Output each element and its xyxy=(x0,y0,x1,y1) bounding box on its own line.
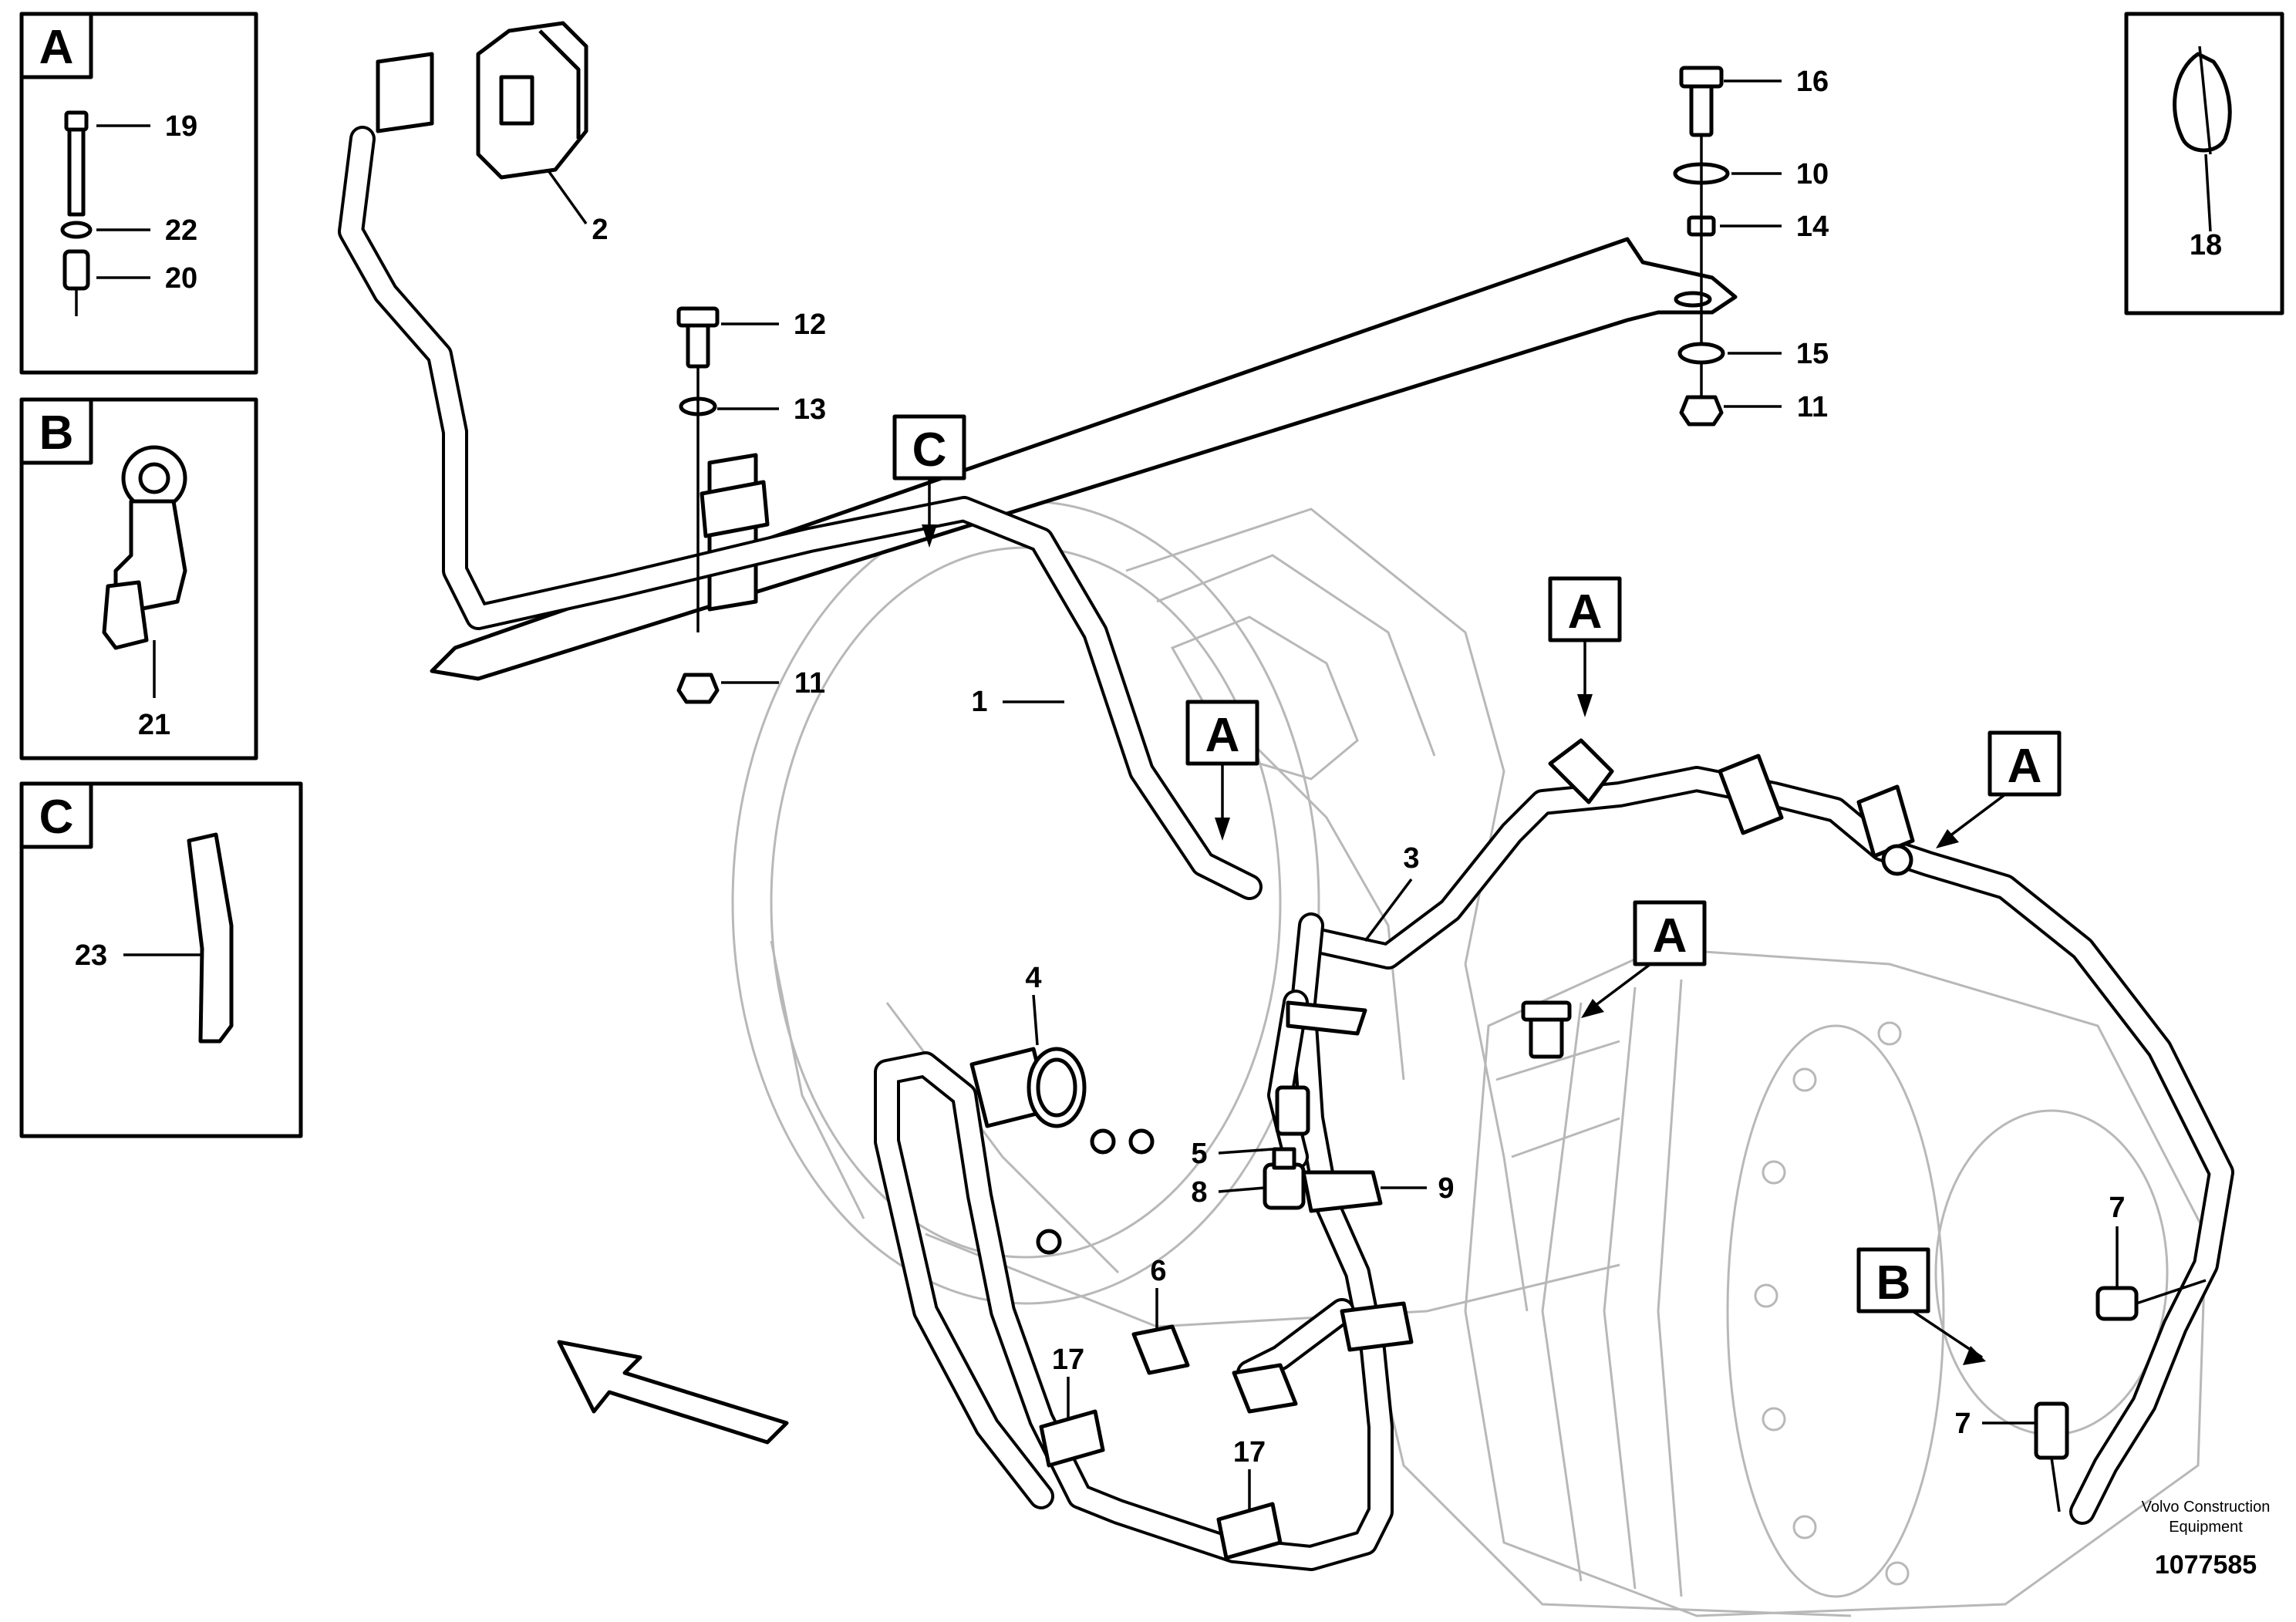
svg-text:A: A xyxy=(1653,909,1687,963)
svg-text:A: A xyxy=(1568,585,1603,639)
harness-3 xyxy=(1306,766,2234,1525)
svg-text:C: C xyxy=(39,791,74,844)
part-label-4: 4 xyxy=(1025,962,1042,1046)
cable-tie-a1 xyxy=(1548,738,1614,804)
svg-text:17: 17 xyxy=(1233,1436,1266,1469)
part-label-17a: 17 xyxy=(1052,1344,1084,1419)
callout-a1: A xyxy=(1185,700,1259,841)
callout-a2: A xyxy=(1548,576,1622,717)
bolt-stack-right xyxy=(1673,66,1730,427)
part-label-7a: 7 xyxy=(2109,1192,2126,1288)
bracket-slot xyxy=(1674,291,1712,308)
svg-text:3: 3 xyxy=(1403,842,1419,875)
svg-text:22: 22 xyxy=(165,214,197,247)
svg-text:19: 19 xyxy=(165,110,197,143)
svg-text:A: A xyxy=(39,21,74,74)
part-label-7b: 7 xyxy=(1954,1408,2036,1440)
part-label-8: 8 xyxy=(1191,1176,1266,1209)
detail-box-b: B 21 xyxy=(19,397,258,760)
svg-text:A: A xyxy=(1205,709,1240,762)
cable-tie-a2 xyxy=(1718,754,1784,835)
svg-text:20: 20 xyxy=(165,262,197,295)
svg-text:11: 11 xyxy=(794,667,825,700)
svg-text:23: 23 xyxy=(75,939,107,972)
svg-text:7: 7 xyxy=(2109,1192,2125,1224)
housing-bolts xyxy=(1036,1128,1155,1255)
bolt-stack-left xyxy=(676,306,720,704)
sensor-6 xyxy=(1131,1324,1298,1414)
callout-a3: A xyxy=(1936,730,2062,848)
sensor-7b xyxy=(2034,1401,2069,1512)
bolt-head-a xyxy=(1881,844,1913,876)
svg-text:5: 5 xyxy=(1191,1138,1207,1170)
clamp-17b xyxy=(1216,1502,1283,1560)
part-label-13: 13 xyxy=(717,393,826,426)
clamp-9 xyxy=(1301,1170,1383,1213)
detail-box-a: A 19 22 20 xyxy=(19,12,258,375)
detail-box-c: C 23 xyxy=(19,781,303,1138)
svg-text:12: 12 xyxy=(794,309,826,341)
svg-text:8: 8 xyxy=(1191,1176,1207,1209)
footer-company-line2: Equipment xyxy=(2169,1519,2243,1536)
callout-c-bracket: C xyxy=(892,414,966,548)
part-label-12: 12 xyxy=(721,309,826,341)
svg-text:17: 17 xyxy=(1052,1344,1084,1376)
sensor-7a xyxy=(2095,1279,2207,1321)
part-label-6: 6 xyxy=(1150,1255,1167,1330)
gearbox-housing-ghost xyxy=(1464,947,2207,1617)
callout-b1: B xyxy=(1856,1247,1986,1365)
part-label-2: 2 xyxy=(546,168,609,246)
sensor-4 xyxy=(969,1047,1087,1128)
sensor-8 xyxy=(1263,1147,1306,1210)
part-label-3: 3 xyxy=(1364,842,1420,943)
footer: Volvo Construction Equipment 1077585 xyxy=(2142,1499,2271,1580)
svg-text:4: 4 xyxy=(1025,962,1041,994)
svg-text:B: B xyxy=(39,406,74,460)
forward-direction-arrow xyxy=(557,1340,789,1445)
svg-text:6: 6 xyxy=(1150,1255,1166,1287)
connector-2 xyxy=(476,21,588,180)
svg-text:11: 11 xyxy=(1797,391,1828,423)
detail-box-18: 18 xyxy=(2124,12,2284,315)
part-label-16: 16 xyxy=(1724,66,1829,98)
part-label-10: 10 xyxy=(1731,158,1829,191)
svg-text:15: 15 xyxy=(1796,338,1829,370)
part-label-17b: 17 xyxy=(1233,1436,1266,1512)
svg-text:B: B xyxy=(1876,1256,1911,1310)
clamp-17a xyxy=(1039,1409,1105,1468)
svg-text:21: 21 xyxy=(138,709,170,741)
svg-text:10: 10 xyxy=(1796,158,1829,191)
clamp-harness xyxy=(1340,1301,1414,1352)
part-label-1: 1 xyxy=(971,686,1064,718)
sensor-5 xyxy=(1275,1085,1310,1136)
part-label-15: 15 xyxy=(1728,338,1829,370)
cable-tie-a3 xyxy=(1856,784,1915,858)
part-label-14: 14 xyxy=(1720,211,1829,243)
svg-text:9: 9 xyxy=(1438,1172,1454,1205)
svg-text:2: 2 xyxy=(592,214,608,246)
svg-text:C: C xyxy=(912,423,947,477)
footer-company-line1: Volvo Construction xyxy=(2142,1499,2271,1516)
svg-text:1: 1 xyxy=(971,686,987,718)
hose-1 xyxy=(338,126,1263,900)
bolt-on-gearbox xyxy=(1521,1000,1572,1059)
svg-text:A: A xyxy=(2008,740,2042,793)
svg-text:14: 14 xyxy=(1796,211,1829,243)
part-label-11a: 11 xyxy=(721,667,825,700)
tie-strap-clip xyxy=(700,480,770,538)
part-label-9: 9 xyxy=(1381,1172,1455,1205)
drawing-number: 1077585 xyxy=(2155,1550,2257,1580)
hose-end-sleeve xyxy=(376,52,434,133)
part-label-5: 5 xyxy=(1191,1138,1273,1170)
clamp-upper xyxy=(1286,1000,1367,1036)
svg-text:18: 18 xyxy=(2190,229,2222,261)
part-label-11b: 11 xyxy=(1724,391,1828,423)
callout-a4: A xyxy=(1581,900,1707,1018)
svg-text:16: 16 xyxy=(1796,66,1829,98)
svg-text:7: 7 xyxy=(1954,1408,1971,1440)
svg-text:13: 13 xyxy=(794,393,826,426)
